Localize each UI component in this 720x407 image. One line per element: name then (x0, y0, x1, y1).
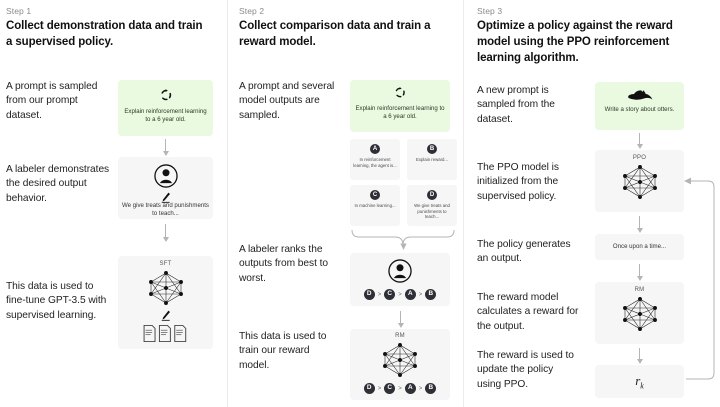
step-1-caption-2: A labeler demonstrates the desired outpu… (6, 164, 110, 204)
step-2-output-d[interactable]: D We give treats and punishments to teac… (407, 185, 457, 226)
step-2-model-ranking-row: D > C > A > B (350, 383, 450, 394)
pen-write-icon (161, 190, 171, 208)
recycle-loop-icon (394, 86, 407, 104)
rank-sep-1: > (377, 291, 382, 298)
step-3-label: Step 3 (477, 6, 503, 16)
column-divider-1 (227, 0, 228, 407)
otter-icon (627, 88, 653, 106)
output-badge-b: B (427, 144, 437, 154)
step-3-arrow-4 (636, 348, 643, 364)
step-2-caption-1: A prompt and several model outputs are s… (239, 81, 335, 121)
rank-sep-3: > (418, 291, 423, 298)
step-1-model-title: SFT (159, 261, 172, 267)
rank-sep-2: > (398, 291, 402, 298)
three-documents-icon (142, 324, 190, 348)
output-text-c: In machine learning... (354, 203, 396, 208)
step-2-arrow-1 (397, 311, 404, 328)
step-2-output-c[interactable]: C In machine learning... (350, 185, 400, 226)
model-rank-badge-1: D (363, 383, 375, 394)
step-2-caption-3: This data is used to train our reward mo… (239, 331, 327, 371)
column-divider-2 (463, 0, 464, 407)
step-1-column: Step 1 Collect demonstration data and tr… (0, 0, 227, 407)
output-badge-c: C (370, 190, 380, 200)
reward-symbol-base: r (635, 373, 641, 388)
step-3-output-text: Once upon a time... (612, 243, 667, 250)
step-3-prompt-text: Write a story about otters. (604, 106, 675, 113)
step-1-sft-box[interactable]: SFT (118, 256, 213, 349)
step-2-title: Collect comparison data and train a rewa… (239, 20, 431, 48)
step-3-caption-3: The policy generates an output. (477, 239, 571, 265)
step-3-arrow-1 (636, 133, 643, 149)
step-3-caption-2: The PPO model is initialized from the su… (477, 162, 559, 202)
step-2-output-b[interactable]: B Explain reward... (407, 139, 457, 180)
reward-symbol: rk (595, 373, 684, 391)
step-1-prompt-text: Explain reinforcement learning to a 6 ye… (124, 108, 207, 124)
step-3-caption-4: The reward model calculates a reward for… (477, 292, 579, 332)
person-avatar-icon (387, 258, 413, 289)
model-rank-badge-2: C (384, 383, 396, 394)
step-3-reward-box[interactable]: rk (595, 365, 684, 398)
step-1-title: Collect demonstration data and train a s… (6, 20, 203, 48)
model-rank-badge-4: B (425, 383, 437, 394)
person-avatar-icon (153, 163, 179, 194)
output-badge-d: D (427, 190, 437, 200)
neural-network-icon (617, 164, 663, 205)
step-2-prompt-text: Explain reinforcement learning to a 6 ye… (355, 105, 445, 121)
step-2-merge-brace-icon (350, 228, 457, 255)
step-3-rm-box[interactable]: RM (595, 282, 684, 344)
step-3-title: Optimize a policy against the reward mod… (477, 20, 673, 64)
step-3-caption-1: A new prompt is sampled from the dataset… (477, 85, 555, 125)
model-rank-badge-3: A (404, 383, 416, 394)
step-3-output-box[interactable]: Once upon a time... (595, 234, 684, 260)
model-rank-sep-1: > (377, 385, 382, 392)
step-1-labeler-text: We give treats and punishments to teach.… (122, 202, 209, 218)
output-text-b: Explain reward... (415, 157, 448, 162)
pen-write-icon (161, 308, 171, 326)
rank-badge-1: D (363, 289, 375, 300)
step-2-labeler-box[interactable]: D > C > A > B (350, 253, 450, 306)
step-3-prompt-box[interactable]: Write a story about otters. (595, 82, 684, 130)
step-1-prompt-box[interactable]: Explain reinforcement learning to a 6 ye… (118, 80, 213, 136)
rank-badge-3: A (404, 289, 416, 300)
step-2-output-a[interactable]: A In reinforcement learning, the agent i… (350, 139, 400, 180)
step-1-label: Step 1 (6, 6, 32, 16)
step-3-arrow-2 (636, 216, 643, 233)
step-3-arrow-3 (636, 264, 643, 281)
step-2-column: Step 2 Collect comparison data and train… (227, 0, 463, 407)
step-3-ppo-title: PPO (632, 155, 647, 161)
step-3-rm-title: RM (634, 287, 645, 293)
step-2-rm-box[interactable]: RM D > (350, 329, 450, 400)
step-2-model-title: RM (395, 333, 405, 339)
neural-network-icon (617, 296, 663, 337)
step-1-arrow-1 (162, 139, 169, 156)
neural-network-icon (143, 270, 189, 311)
step-1-arrow-2 (162, 224, 169, 242)
rank-badge-4: B (425, 289, 437, 300)
step-3-ppo-box[interactable]: PPO (595, 150, 684, 212)
step-3-caption-5: The reward is used to update the policy … (477, 350, 574, 390)
model-rank-sep-2: > (398, 385, 402, 392)
step-2-ranking-row: D > C > A > B (350, 289, 450, 300)
neural-network-icon (377, 342, 423, 383)
recycle-loop-icon (159, 88, 173, 107)
reward-symbol-subscript: k (640, 381, 644, 391)
step-2-caption-2: A labeler ranks the outputs from best to… (239, 244, 329, 284)
step-2-prompt-box[interactable]: Explain reinforcement learning to a 6 ye… (350, 80, 450, 132)
output-badge-a: A (370, 144, 380, 154)
update-policy-loop-arrow (682, 170, 718, 390)
step-1-labeler-box[interactable]: We give treats and punishments to teach.… (118, 157, 213, 219)
step-1-caption-1: A prompt is sampled from our prompt data… (6, 81, 98, 121)
step-3-column: Step 3 Optimize a policy against the rew… (463, 0, 720, 407)
output-text-a: In reinforcement learning, the agent is.… (353, 157, 397, 168)
model-rank-sep-3: > (418, 385, 423, 392)
step-1-caption-3: This data is used to fine-tune GPT-3.5 w… (6, 281, 107, 321)
output-text-d: We give treats and punishments to teach.… (414, 203, 450, 220)
rank-badge-2: C (384, 289, 396, 300)
step-2-label: Step 2 (239, 6, 265, 16)
